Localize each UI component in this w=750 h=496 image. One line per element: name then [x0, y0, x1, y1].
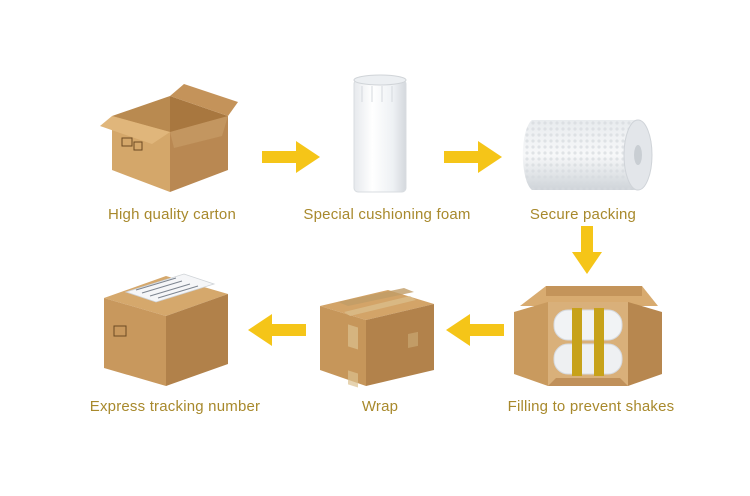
arrow-left-icon — [446, 314, 504, 346]
arrow-right-icon — [262, 141, 320, 173]
arrow-left-icon — [248, 314, 306, 346]
arrow-down-icon — [572, 226, 602, 274]
step-label-filling-to-prevent-shakes: Filling to prevent shakes — [507, 398, 675, 415]
bubble-wrap-roll-icon — [522, 119, 653, 191]
step-label-special-cushioning-foam: Special cushioning foam — [303, 206, 471, 223]
step-label-secure-packing: Secure packing — [529, 206, 637, 223]
arrow-right-icon — [444, 141, 502, 173]
foam-roll-icon — [353, 74, 407, 193]
shipping-label-box-icon — [104, 273, 228, 386]
filled-box-icon — [514, 286, 662, 386]
step-label-wrap: Wrap — [361, 398, 399, 415]
step-label-express-tracking-number: Express tracking number — [89, 398, 261, 415]
step-label-high-quality-carton: High quality carton — [107, 206, 237, 223]
taped-box-icon — [320, 288, 434, 388]
open-cardboard-box-icon — [100, 84, 238, 192]
